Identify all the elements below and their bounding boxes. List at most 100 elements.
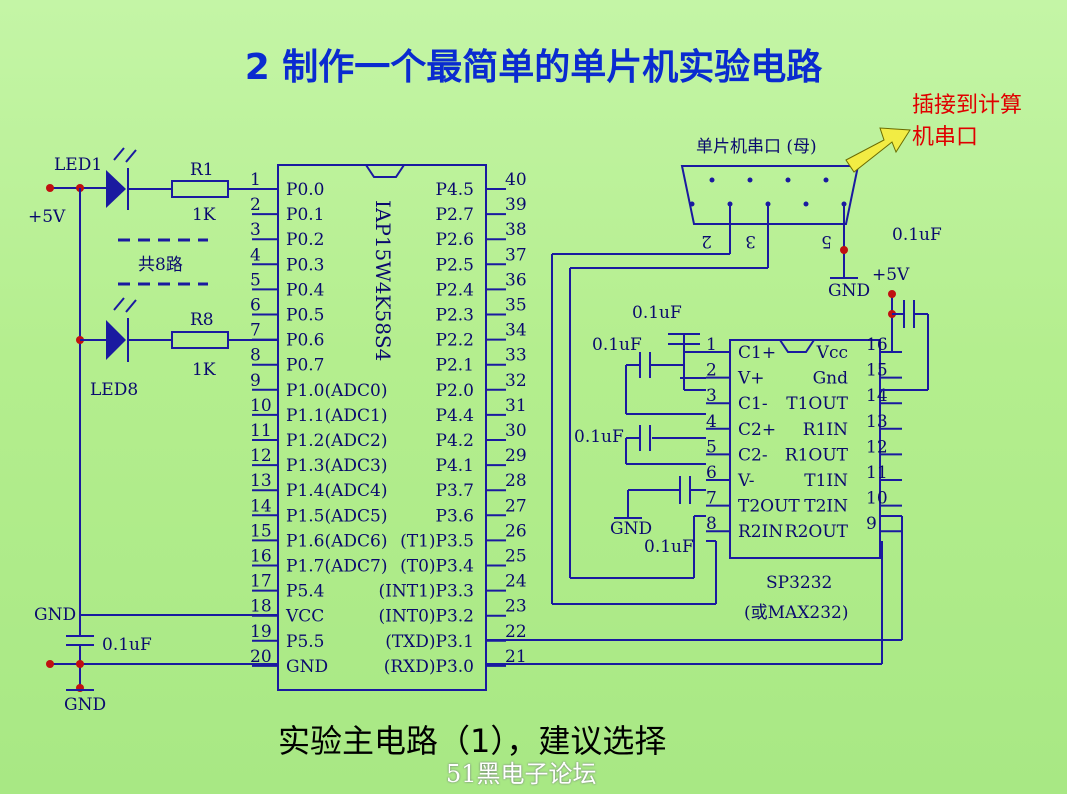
mcu-pin-name: P3.6 bbox=[436, 506, 474, 526]
mcu-pin-number: 12 bbox=[250, 446, 272, 466]
mcu-pin-name: P1.5(ADC5) bbox=[286, 506, 387, 526]
rs232-pin-name: R1IN bbox=[803, 420, 848, 440]
mcu-pin-name: P1.1(ADC1) bbox=[286, 406, 387, 426]
rs232-pin-name: Gnd bbox=[813, 369, 849, 389]
mcu-pin-number: 17 bbox=[250, 572, 272, 592]
mcu-pin-number: 11 bbox=[250, 421, 272, 441]
db9-pin-5: 5 bbox=[821, 231, 832, 251]
watermark: 51黑电子论坛 bbox=[446, 760, 597, 788]
rs232-pin-number: 6 bbox=[706, 463, 717, 483]
r1-value: 1K bbox=[192, 205, 216, 225]
mcu-pin-number: 28 bbox=[505, 471, 527, 491]
mcu-pin-name: P2.3 bbox=[436, 306, 474, 326]
mcu-pin-number: 36 bbox=[505, 270, 527, 290]
mcu-pin-name: P2.6 bbox=[436, 230, 474, 250]
mcu-pin-number: 3 bbox=[250, 220, 261, 240]
mcu-pin-number: 16 bbox=[250, 547, 272, 567]
mcu-pin-name: P0.1 bbox=[286, 205, 324, 225]
rs232-pin-number: 4 bbox=[706, 412, 717, 432]
left-power-network bbox=[46, 184, 278, 692]
mcu-pin-number: 13 bbox=[250, 471, 272, 491]
cap-label-2: 0.1uF bbox=[592, 335, 642, 355]
mcu-pin-number: 10 bbox=[250, 396, 272, 416]
rs232-pin-name: T1OUT bbox=[786, 394, 848, 414]
rs232-pin-number: 3 bbox=[706, 386, 717, 406]
mcu-pin-number: 29 bbox=[505, 446, 527, 466]
mcu-pin-number: 31 bbox=[505, 396, 527, 416]
mcu-pin-name: P1.0(ADC0) bbox=[286, 381, 387, 401]
rs232-pin-number: 7 bbox=[706, 489, 717, 509]
mcu-pin-number: 1 bbox=[250, 170, 261, 190]
rs232-pin-name: C1+ bbox=[738, 343, 776, 363]
mcu-pin-name: P1.2(ADC2) bbox=[286, 431, 387, 451]
decoupling-cap-label: 0.1uF bbox=[102, 635, 152, 655]
db9-connector bbox=[680, 165, 860, 225]
cap-label-3: 0.1uF bbox=[574, 427, 624, 447]
mcu-pin-name: P2.4 bbox=[436, 280, 474, 300]
mcu-pin-name: P4.2 bbox=[436, 431, 474, 451]
rs232-part: SP3232 bbox=[766, 573, 832, 593]
mcu-part-number: IAP15W4K58S4 bbox=[371, 200, 395, 361]
mcu-pin-number: 23 bbox=[505, 597, 527, 617]
gnd-label-left: GND bbox=[34, 605, 76, 625]
mcu-pin-number: 5 bbox=[250, 270, 261, 290]
rs232-pin-name: T2IN bbox=[804, 497, 848, 517]
mcu-chip bbox=[277, 164, 487, 691]
vcc-label-left: +5V bbox=[28, 207, 66, 227]
mcu-pin-name: P2.1 bbox=[436, 356, 474, 376]
mcu-pin-number: 14 bbox=[250, 496, 272, 516]
mcu-pin-number: 38 bbox=[505, 220, 527, 240]
mcu-pin-name: (T0)P3.4 bbox=[400, 557, 474, 577]
mcu-pin-number: 19 bbox=[250, 622, 272, 642]
mcu-pin-name: P1.7(ADC7) bbox=[286, 557, 387, 577]
mcu-pin-name: P0.0 bbox=[286, 180, 324, 200]
mcu-pin-number: 2 bbox=[250, 195, 261, 215]
rs232-pin-number: 5 bbox=[706, 437, 717, 457]
arrow-icon bbox=[845, 127, 911, 173]
mcu-pin-name: P1.4(ADC4) bbox=[286, 481, 387, 501]
mcu-pin-name: P3.7 bbox=[436, 481, 474, 501]
mcu-pin-number: 30 bbox=[505, 421, 527, 441]
r8-value: 1K bbox=[192, 360, 216, 380]
rs232-pin-name: Vcc bbox=[816, 343, 848, 363]
mcu-pin-number: 25 bbox=[505, 547, 527, 567]
slide-title: 2 制作一个最简单的单片机实验电路 bbox=[244, 47, 823, 88]
mcu-pin-number: 8 bbox=[250, 346, 261, 366]
mcu-pin-number: 27 bbox=[505, 496, 527, 516]
rs232-pin-number: 2 bbox=[706, 361, 717, 381]
rs232-pin-number: 14 bbox=[866, 386, 888, 406]
mcu-pin-number: 6 bbox=[250, 296, 261, 316]
mcu-pin-number: 33 bbox=[505, 346, 527, 366]
cap-label-1: 0.1uF bbox=[632, 303, 682, 323]
cap-label-top: 0.1uF bbox=[892, 225, 942, 245]
db9-label: 单片机串口 (母) bbox=[696, 137, 817, 157]
mcu-pin-name: P2.5 bbox=[436, 255, 474, 275]
rs232-chip bbox=[729, 339, 881, 559]
mcu-pin-name: P2.2 bbox=[436, 331, 474, 351]
mcu-pin-number: 37 bbox=[505, 245, 527, 265]
mcu-pin-name: P0.5 bbox=[286, 306, 324, 326]
mcu-pin-name: P0.6 bbox=[286, 331, 324, 351]
mcu-pin-name: P1.3(ADC3) bbox=[286, 456, 387, 476]
mcu-pin-name: P0.2 bbox=[286, 230, 324, 250]
pc-serial-callout: 插接到计算机串口 bbox=[912, 93, 1023, 150]
mcu-pin-name: P0.7 bbox=[286, 356, 324, 376]
mcu-pin-name: P0.4 bbox=[286, 280, 324, 300]
rs232-pin-name: C2- bbox=[738, 445, 768, 465]
rs232-pin-number: 9 bbox=[866, 514, 877, 534]
mcu-pin-number: 20 bbox=[250, 647, 272, 667]
db9-pin-3: 3 bbox=[745, 231, 756, 251]
mcu-pin-name: (T1)P3.5 bbox=[400, 531, 474, 551]
mcu-pin-name: GND bbox=[286, 657, 328, 677]
mcu-pin-number: 7 bbox=[250, 321, 261, 341]
mcu-pin-name: (RXD)P3.0 bbox=[384, 657, 474, 677]
rs232-pin-name: T2OUT bbox=[738, 497, 800, 517]
gnd-label-rs232: GND bbox=[610, 519, 652, 539]
rs232-pin-number: 1 bbox=[706, 335, 717, 355]
r8-label: R8 bbox=[190, 310, 214, 330]
uart-wiring bbox=[486, 515, 903, 665]
gnd-symbol-label: GND bbox=[64, 695, 106, 715]
rs232-pin-name: V- bbox=[737, 471, 754, 491]
r1-label: R1 bbox=[190, 160, 214, 180]
